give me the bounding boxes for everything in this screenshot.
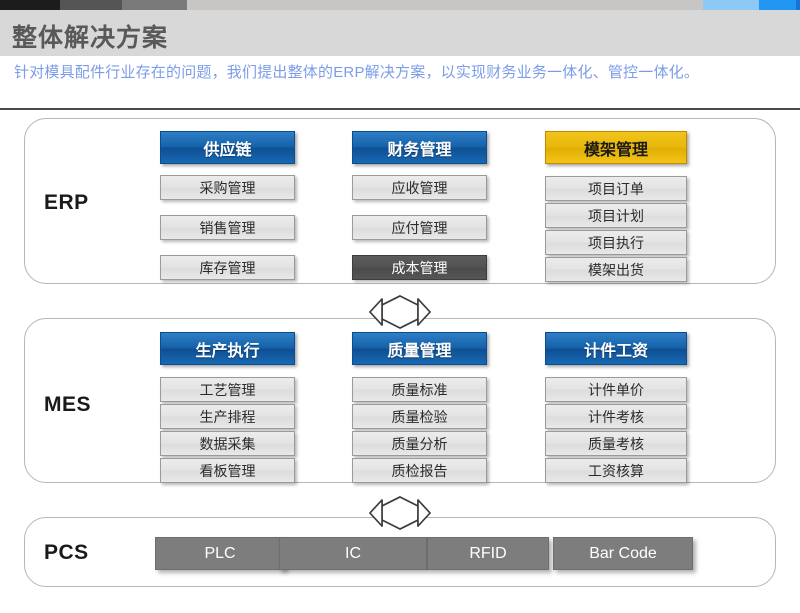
pcs-device-plc[interactable]: PLC xyxy=(155,537,285,570)
module-item-supply-chain-2[interactable]: 销售管理 xyxy=(160,215,295,240)
column-header-quality[interactable]: 质量管理 xyxy=(352,332,487,365)
module-item-finance-2[interactable]: 应付管理 xyxy=(352,215,487,240)
module-item-mold-base-1[interactable]: 项目订单 xyxy=(545,176,687,201)
module-item-production-3[interactable]: 数据采集 xyxy=(160,431,295,456)
column-header-finance[interactable]: 财务管理 xyxy=(352,131,487,164)
module-item-quality-3[interactable]: 质量分析 xyxy=(352,431,487,456)
layer-label-pcs: PCS xyxy=(44,541,89,564)
segment-light-blue xyxy=(703,0,759,10)
module-item-production-2[interactable]: 生产排程 xyxy=(160,404,295,429)
module-item-finance-1[interactable]: 应收管理 xyxy=(352,175,487,200)
module-item-mold-base-4[interactable]: 模架出货 xyxy=(545,257,687,282)
segment-black xyxy=(0,0,60,10)
module-item-supply-chain-1[interactable]: 采购管理 xyxy=(160,175,295,200)
pcs-device-bar-code[interactable]: Bar Code xyxy=(553,537,693,570)
module-item-production-4[interactable]: 看板管理 xyxy=(160,458,295,483)
connector-mes-pcs xyxy=(369,496,431,530)
module-item-quality-2[interactable]: 质量检验 xyxy=(352,404,487,429)
module-item-piece-wage-4[interactable]: 工资核算 xyxy=(545,458,687,483)
column-header-mold-base[interactable]: 模架管理 xyxy=(545,131,687,164)
column-header-production[interactable]: 生产执行 xyxy=(160,332,295,365)
module-item-piece-wage-1[interactable]: 计件单价 xyxy=(545,377,687,402)
pcs-device-rfid[interactable]: RFID xyxy=(427,537,549,570)
module-item-supply-chain-3[interactable]: 库存管理 xyxy=(160,255,295,280)
module-item-quality-1[interactable]: 质量标准 xyxy=(352,377,487,402)
top-decoration-bar xyxy=(0,0,800,10)
segment-deep-blue xyxy=(796,0,800,10)
column-header-supply-chain[interactable]: 供应链 xyxy=(160,131,295,164)
module-item-production-1[interactable]: 工艺管理 xyxy=(160,377,295,402)
module-item-finance-3[interactable]: 成本管理 xyxy=(352,255,487,280)
subtitle-area: 针对模具配件行业存在的问题，我们提出整体的ERP解决方案，以实现财务业务一体化、… xyxy=(0,56,800,108)
layer-label-mes: MES xyxy=(44,393,92,416)
module-item-piece-wage-3[interactable]: 质量考核 xyxy=(545,431,687,456)
module-item-piece-wage-2[interactable]: 计件考核 xyxy=(545,404,687,429)
segment-dark-gray xyxy=(60,0,122,10)
column-header-piece-wage[interactable]: 计件工资 xyxy=(545,332,687,365)
module-item-quality-4[interactable]: 质检报告 xyxy=(352,458,487,483)
segment-mid-gray xyxy=(122,0,187,10)
module-item-mold-base-2[interactable]: 项目计划 xyxy=(545,203,687,228)
layer-label-erp: ERP xyxy=(44,191,89,214)
bidirectional-arrow-icon xyxy=(369,496,431,530)
connector-erp-mes xyxy=(369,295,431,329)
segment-bright-blue xyxy=(759,0,796,10)
subtitle-text: 针对模具配件行业存在的问题，我们提出整体的ERP解决方案，以实现财务业务一体化、… xyxy=(14,64,700,81)
segment-light-gray xyxy=(187,0,703,10)
module-item-mold-base-3[interactable]: 项目执行 xyxy=(545,230,687,255)
title-band: 整体解决方案 xyxy=(0,10,800,56)
bidirectional-arrow-icon xyxy=(369,295,431,329)
header-divider xyxy=(0,108,800,110)
page-title: 整体解决方案 xyxy=(12,24,169,52)
pcs-device-ic[interactable]: IC xyxy=(279,537,427,570)
